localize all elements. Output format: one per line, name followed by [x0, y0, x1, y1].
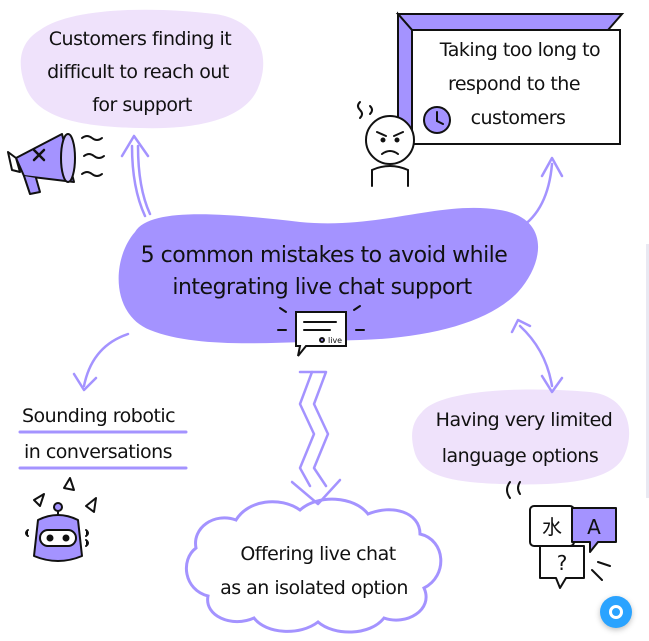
- topic-text-line: for support: [92, 94, 192, 116]
- letter-a-bubble-icon: A: [571, 507, 617, 553]
- megaphone-icon: [7, 133, 105, 195]
- question-glyph: ?: [557, 551, 568, 575]
- kanji-card-icon: 水: [529, 505, 575, 547]
- box-shadow-top: [395, 13, 625, 31]
- topic-slow-response: Taking too long to respond to the custom…: [395, 11, 625, 146]
- central-topic: 5 common mistakes to avoid while integra…: [118, 207, 539, 357]
- central-text-line: 5 common mistakes to avoid while: [141, 243, 508, 268]
- topic-limited-languages: Having very limited language options: [412, 389, 630, 485]
- topic-text-line: difficult to reach out: [47, 61, 229, 83]
- topic-text-line: in conversations: [24, 441, 172, 463]
- live-chat-icon: live: [277, 305, 365, 357]
- language-cards: 水 A ?: [506, 481, 617, 589]
- topic-text-line: Customers finding it: [49, 28, 231, 50]
- letter-a-glyph: A: [587, 515, 601, 539]
- kanji-glyph: 水: [542, 515, 562, 539]
- topic-text-line: as an isolated option: [220, 577, 408, 599]
- topic-sounding-robotic: Sounding robotic in conversations: [18, 405, 188, 470]
- topic-text-line: language options: [442, 445, 598, 467]
- signal-marks-icon: [506, 481, 611, 581]
- topic-text-line: respond to the: [448, 73, 580, 95]
- arrow-to-left: [72, 332, 130, 392]
- central-text-line: integrating live chat support: [172, 275, 472, 300]
- chat-widget-button[interactable]: [600, 596, 632, 628]
- topic-text-line: Sounding robotic: [22, 405, 175, 427]
- arrow-to-right: [510, 318, 564, 394]
- question-bubble-icon: ?: [539, 545, 585, 589]
- arrow-to-top-left: [120, 134, 152, 218]
- topic-text-line: customers: [471, 107, 566, 129]
- cloud-bubble: [185, 497, 443, 634]
- topic-isolated-option: Offering live chat as an isolated option: [185, 497, 443, 634]
- arrows: [72, 134, 564, 506]
- central-blob: [118, 207, 539, 344]
- topic-text-line: Offering live chat: [240, 543, 395, 565]
- topic-text-line: Taking too long to: [439, 39, 600, 61]
- clock-icon: [423, 106, 451, 134]
- topic-text-line: Having very limited: [436, 409, 613, 431]
- robot-icon: [25, 477, 97, 562]
- arrow-to-bottom: [290, 370, 342, 506]
- topic-customers-reach-support: Customers finding it difficult to reach …: [20, 9, 264, 129]
- live-badge-text: live: [328, 336, 342, 345]
- frustrated-face-icon: [357, 101, 415, 187]
- arrow-to-top-right: [518, 156, 564, 230]
- blob-right: [412, 389, 630, 485]
- blob-top-left: [20, 9, 264, 129]
- scrollbar-track[interactable]: [646, 244, 649, 498]
